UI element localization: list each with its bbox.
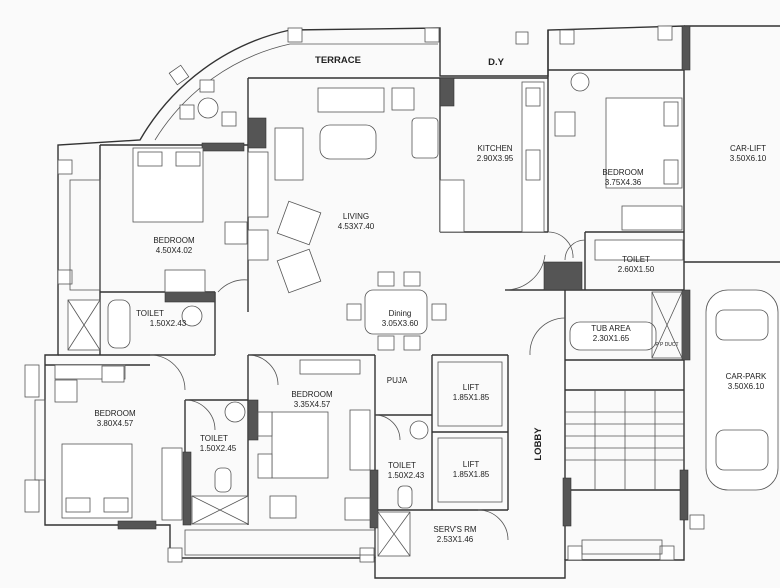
car-park-dims: 3.50X6.10 [728, 382, 765, 391]
car-icon [705, 289, 779, 491]
toilet-ne-dims: 2.60X1.50 [618, 265, 655, 274]
puja-label: PUJA [387, 376, 408, 385]
bedroom-nw-label: BEDROOM [153, 236, 195, 245]
bedroom-ne-label: BEDROOM [602, 168, 644, 177]
lift-2-dims: 1.85X1.85 [453, 470, 490, 479]
dining-dims: 3.05X3.60 [382, 319, 419, 328]
sw-bedroom-furniture [54, 364, 249, 525]
car-lift-dims: 3.50X6.10 [730, 154, 767, 163]
lift-1-dims: 1.85X1.85 [453, 393, 490, 402]
dining-label: Dining [389, 309, 412, 318]
toilet-sw-dims: 1.50X2.45 [200, 444, 237, 453]
ne-bedroom-furniture [554, 72, 684, 351]
bedroom-sw-dims: 3.80X4.57 [97, 419, 134, 428]
bedroom-nw-dims: 4.50X4.02 [156, 246, 193, 255]
tub-area-dims: 2.30X1.65 [593, 334, 630, 343]
bedroom-ne-dims: 3.75X4.36 [605, 178, 642, 187]
core-fixtures [437, 291, 684, 503]
toilet-ne-label: TOILET [622, 255, 650, 264]
car-lift-label: CAR-LIFT [730, 144, 766, 153]
toilet-nw-label: TOILET [136, 309, 164, 318]
lift-1-label: LIFT [463, 383, 480, 392]
living-dining-furniture [276, 117, 447, 351]
toilet-nw-dims: 1.50X2.43 [150, 319, 187, 328]
car-park-label: CAR-PARK [726, 372, 767, 381]
tub-area-label: TUB AREA [591, 324, 631, 333]
s-bedroom-furniture [257, 359, 429, 557]
toilet-sw-label: TOILET [200, 434, 228, 443]
toilet-s-dims: 1.50X2.43 [388, 471, 425, 480]
living-label: LIVING [343, 212, 369, 221]
nw-bedroom-furniture [67, 147, 269, 351]
lift-2-label: LIFT [463, 460, 480, 469]
servs-rm-label: SERV'S RM [433, 525, 477, 534]
servs-rm-dims: 2.53X1.46 [437, 535, 474, 544]
room-labels: TERRACE D.Y KITCHEN 2.90X3.95 BEDROOM 3.… [94, 55, 767, 544]
kitchen-fixtures [439, 81, 545, 233]
terrace-furniture [179, 79, 415, 218]
toilet-s-label: TOILET [388, 461, 416, 470]
columns [117, 25, 691, 530]
terrace-label: TERRACE [315, 55, 361, 66]
stairs [565, 390, 684, 490]
bedroom-s-label: BEDROOM [291, 390, 333, 399]
door-swings [149, 231, 586, 541]
kitchen-dims: 2.90X3.95 [477, 154, 514, 163]
window-markers [24, 25, 705, 563]
bedroom-s-dims: 3.35X4.57 [294, 400, 331, 409]
lobby-label: LOBBY [533, 427, 544, 461]
kitchen-label: KITCHEN [477, 144, 512, 153]
pp-duct-label: P P DUCT [655, 342, 678, 348]
dy-label: D.Y [488, 57, 505, 68]
bedroom-sw-label: BEDROOM [94, 409, 136, 418]
living-dims: 4.53X7.40 [338, 222, 375, 231]
